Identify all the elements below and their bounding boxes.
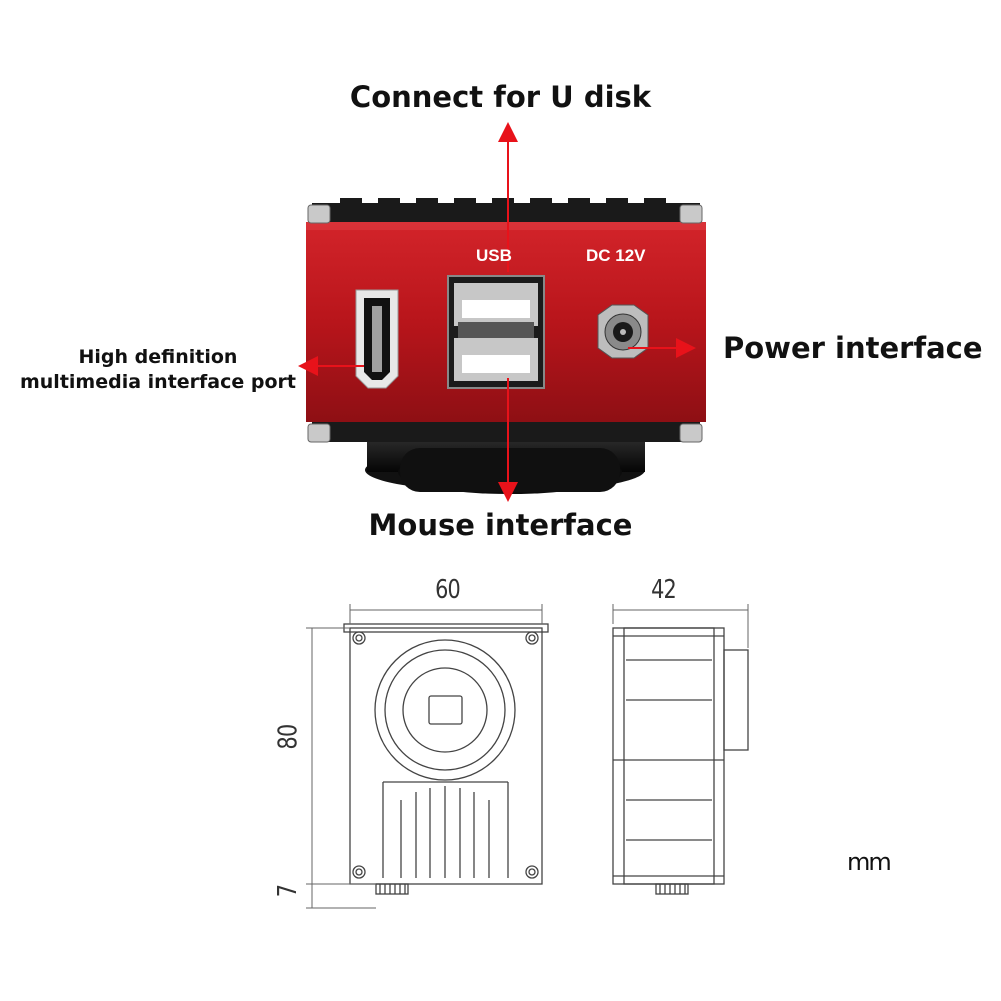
usb-port-label: USB: [476, 246, 512, 265]
lens-mount: [365, 440, 645, 494]
side-view: [612, 627, 749, 895]
dc-power-jack: [597, 304, 649, 359]
callout-power: Power interface: [723, 331, 983, 365]
dimension-width: 60: [435, 575, 461, 605]
dimension-height: 80: [273, 724, 304, 750]
corner-screws: [307, 204, 703, 443]
callout-usb-disk: Connect for U disk: [349, 80, 652, 114]
callout-arrows: [298, 122, 696, 502]
dimension-unit: mm: [847, 848, 892, 876]
dimension-lines: [306, 604, 749, 909]
hdmi-port: [355, 289, 399, 389]
usb-ports: [447, 275, 545, 389]
callout-hdmi-line2: multimedia interface port: [19, 371, 296, 393]
heatsink-top: [312, 198, 700, 223]
dc-port-label: DC 12V: [586, 246, 646, 265]
callout-hdmi-line1: High definition: [78, 346, 238, 368]
front-view: [343, 623, 549, 895]
callout-hdmi: High definition multimedia interface por…: [8, 345, 308, 395]
callout-mouse: Mouse interface: [368, 508, 633, 542]
dimension-connector: 7: [272, 884, 303, 898]
dimension-depth: 42: [651, 575, 677, 605]
